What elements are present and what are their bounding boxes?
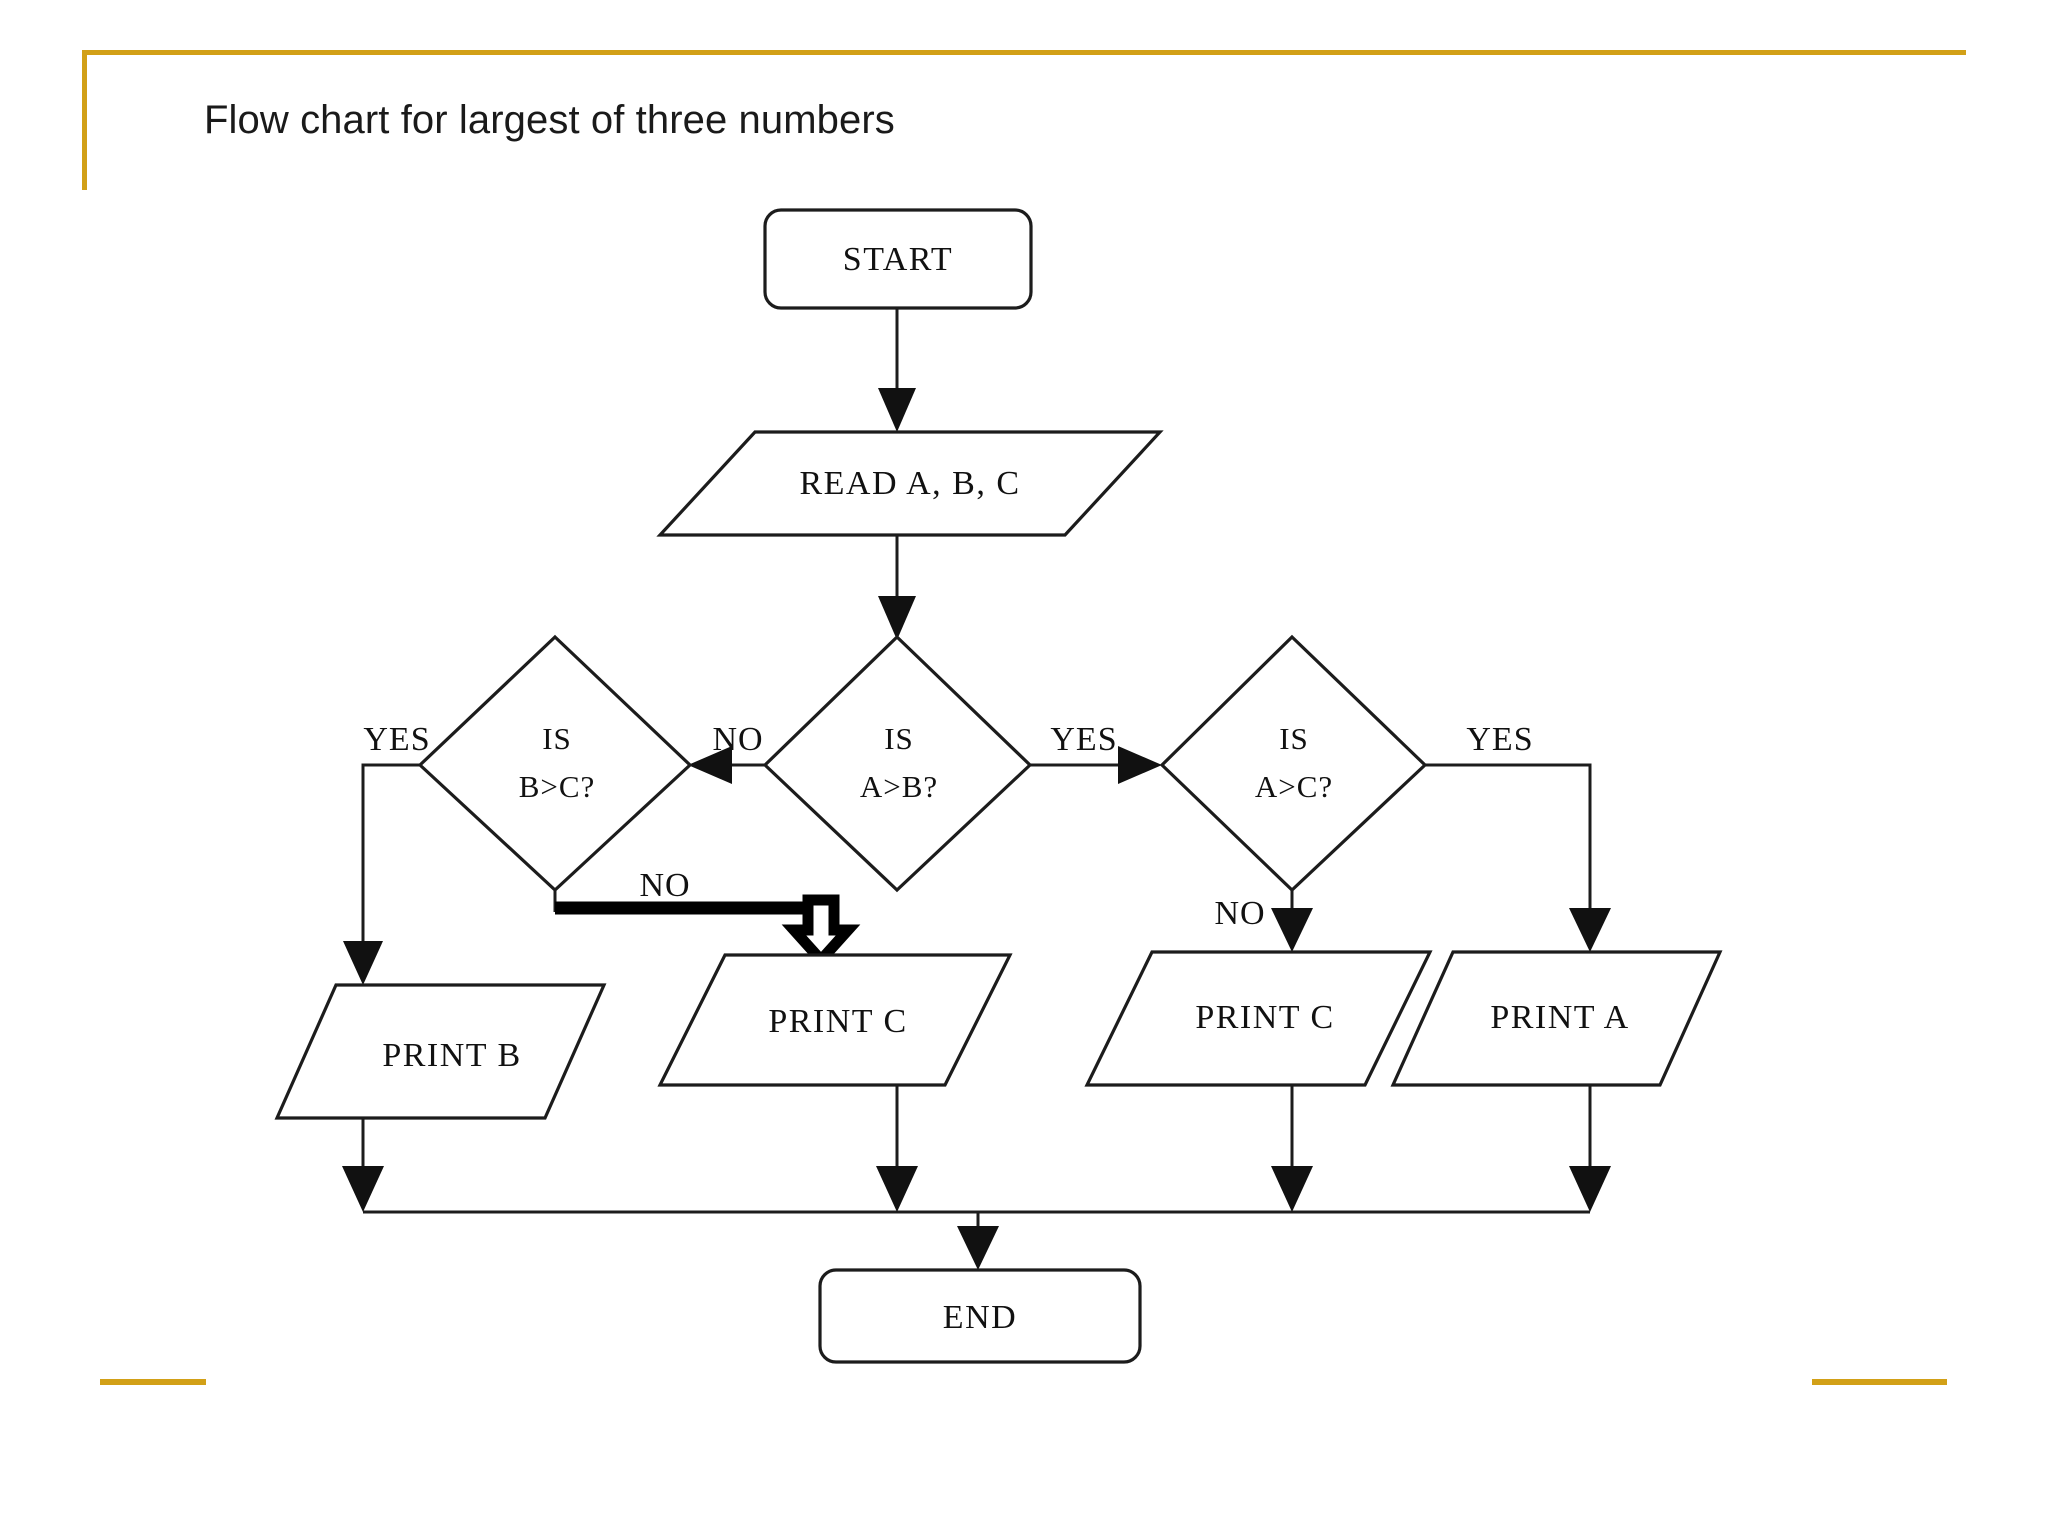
node-decision-ab[interactable]: IS A>B? — [762, 634, 1033, 893]
node-print-b[interactable]: PRINT B — [274, 983, 607, 1120]
edge-print-b-to-collector — [342, 1118, 384, 1212]
edge-label-ab-yes: YES — [1050, 721, 1117, 758]
node-print-b-label: PRINT B — [382, 1037, 521, 1074]
edge-bc-no-to-print-c — [553, 890, 861, 969]
node-read[interactable]: READ A, B, C — [656, 430, 1164, 537]
node-start-label: START — [843, 241, 953, 278]
edge-ab-no-to-decision-bc — [688, 746, 765, 784]
edge-collector-to-end — [957, 1212, 999, 1270]
node-decision-ac-label-line1: IS — [1279, 721, 1309, 756]
edge-read-to-decision-ab — [878, 535, 916, 640]
gold-top-rule — [82, 50, 1966, 55]
edge-print-c2-to-collector — [1271, 1085, 1313, 1212]
node-decision-bc-label-line2: B>C? — [519, 769, 596, 804]
node-print-c-right[interactable]: PRINT C — [1084, 950, 1433, 1087]
node-decision-ac-label-line2: A>C? — [1255, 769, 1333, 804]
edge-label-bc-no: NO — [639, 867, 690, 904]
node-decision-ab-label-line1: IS — [884, 721, 914, 756]
edge-print-a-to-collector — [1569, 1085, 1611, 1212]
edge-print-c1-to-collector — [876, 1085, 918, 1212]
node-read-label: READ A, B, C — [799, 465, 1020, 502]
page-title: Flow chart for largest of three numbers — [204, 98, 895, 142]
node-decision-bc-label-line1: IS — [542, 721, 572, 756]
node-print-c-middle[interactable]: PRINT C — [657, 953, 1013, 1087]
gold-bottom-right-rule — [1812, 1379, 1947, 1385]
node-decision-ac[interactable]: IS A>C? — [1159, 634, 1428, 893]
edge-ab-yes-to-decision-ac — [1030, 746, 1162, 784]
node-print-a[interactable]: PRINT A — [1390, 950, 1723, 1087]
node-end-label: END — [943, 1299, 1017, 1336]
edge-label-bc-yes: YES — [363, 721, 430, 758]
gold-left-rule — [82, 50, 87, 190]
edge-label-ac-yes: YES — [1466, 721, 1533, 758]
edge-start-to-read — [878, 308, 916, 432]
node-decision-ab-label-line2: A>B? — [860, 769, 938, 804]
gold-bottom-left-rule — [100, 1379, 206, 1385]
edge-ac-no-to-print-c — [1271, 890, 1313, 952]
edge-ac-yes-to-print-a — [1425, 763, 1611, 952]
node-end[interactable]: END — [818, 1268, 1142, 1364]
node-print-c-middle-label: PRINT C — [768, 1003, 907, 1040]
edge-label-ac-no: NO — [1214, 895, 1265, 932]
node-decision-bc[interactable]: IS B>C? — [417, 634, 693, 893]
node-print-a-label: PRINT A — [1490, 999, 1629, 1036]
node-start[interactable]: START — [763, 208, 1033, 310]
edge-label-ab-no: NO — [712, 721, 763, 758]
edge-bc-yes-to-print-b — [343, 763, 420, 985]
node-print-c-right-label: PRINT C — [1195, 999, 1334, 1036]
